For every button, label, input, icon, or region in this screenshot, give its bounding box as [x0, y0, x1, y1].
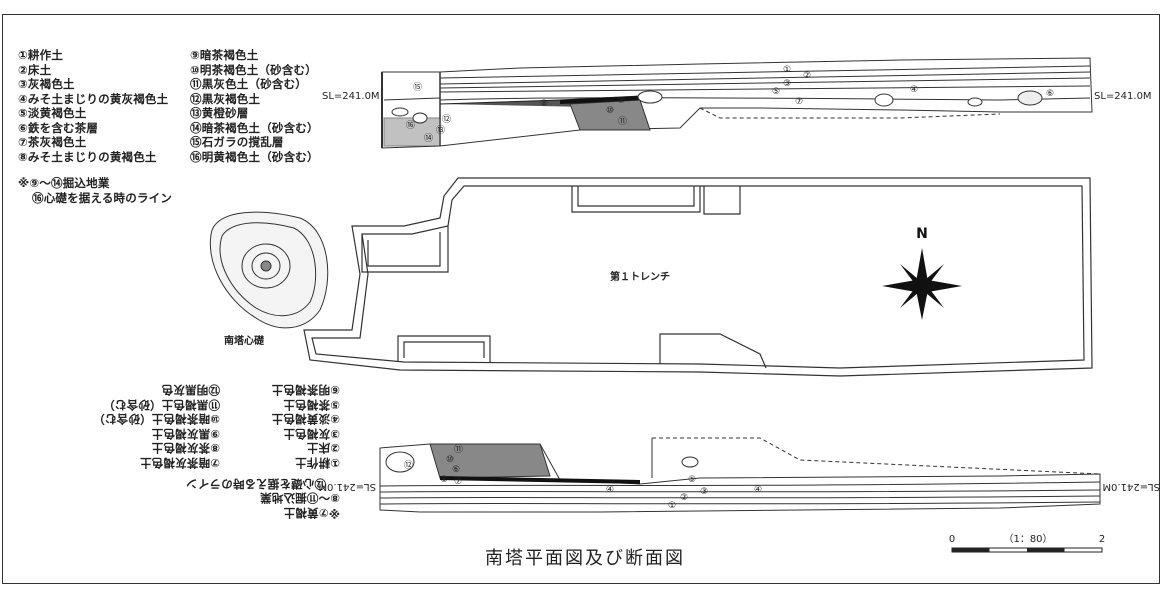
sl-label-lower-right: SL=241.0M	[1102, 481, 1160, 492]
lower-marker-3: ③	[700, 487, 708, 497]
sl-label-lower-left: SL=241.0M	[318, 481, 376, 492]
lower-marker-2: ②	[680, 493, 688, 503]
marker-13: ⑬	[436, 125, 445, 136]
upper-section-markers: ⑮ ⑯ ⑫ ⑬ ⑭ ⑧ ⑨ ⑩ ⑪ ① ② ③ ⑤ ⑦ ④ ⑥	[406, 65, 1054, 144]
lower-marker-4b: ④	[754, 485, 762, 495]
scale-ratio: （1：80）	[1003, 533, 1052, 545]
marker-9: ⑨	[617, 96, 625, 106]
legend-left-item: ①耕作土	[18, 48, 64, 62]
lower-marker-5: ⑤	[688, 475, 696, 485]
upper-section	[381, 57, 1093, 149]
lower-marker-11: ⑪	[454, 444, 463, 455]
legend-right-item: ⑨暗茶褐色土	[190, 48, 259, 62]
lower-marker-6: ⑥	[452, 465, 460, 475]
note-line-1: ※⑨～⑭掘込地業	[18, 176, 110, 190]
foundation-stone	[209, 211, 329, 329]
marker-7: ⑦	[795, 97, 803, 107]
lower-section-markers: ⑫ ⑪ ⑩ ⑥ ⑦ ⑧ ④ ⑤ ③ ④ ② ①	[404, 444, 762, 511]
page-title: 南塔平面図及び断面図	[485, 548, 685, 569]
trench-label: 第１トレンチ	[610, 270, 670, 283]
foundation-label: 南塔心礎	[224, 334, 265, 347]
legend-right-item: ⑬黄橙砂層	[190, 106, 249, 120]
trench-plan	[303, 177, 1093, 377]
marker-14: ⑭	[424, 133, 433, 144]
north-label: N	[916, 226, 928, 242]
legend-right-item: ⑮石ガラの撹乱層	[190, 135, 284, 149]
legend-right-item: ⑯明黄褐色土（砂含む）	[190, 149, 319, 164]
lower-marker-4: ④	[606, 485, 614, 495]
marker-6: ⑥	[1046, 89, 1054, 99]
legend-left-item: ⑧みそ土まじりの黄褐色土	[18, 149, 157, 164]
lower-marker-10: ⑩	[446, 455, 454, 465]
legend-left-item: ⑥鉄を含む茶層	[18, 120, 99, 135]
legend-left-item: ⑤淡黄褐色土	[18, 106, 87, 120]
drawing-frame	[2, 14, 1160, 584]
legend-right-item: ⑪黒灰色土（砂含む）	[190, 77, 307, 91]
scale-max: 2	[1099, 534, 1105, 545]
marker-15: ⑮	[413, 82, 422, 93]
marker-2: ②	[803, 71, 811, 81]
lower-marker-1: ①	[668, 501, 676, 511]
marker-8: ⑧	[540, 99, 548, 109]
marker-16: ⑯	[406, 120, 415, 131]
marker-4: ④	[910, 85, 918, 95]
lower-marker-8: ⑧	[440, 475, 448, 485]
legend-right-item: ⑫黒灰褐色土	[190, 91, 261, 106]
marker-1: ①	[783, 65, 791, 75]
legend-left-item: ⑦茶灰褐色土	[18, 135, 87, 149]
marker-5: ⑤	[772, 87, 780, 97]
sl-label-upper-right: SL=241.0M	[1094, 91, 1152, 102]
north-arrow: N	[882, 226, 962, 320]
sl-label-upper-left: SL=241.0M	[322, 91, 380, 102]
legend-left-item: ④みそ土まじりの黄灰褐色土	[18, 91, 169, 106]
legend-left-item: ②床土	[18, 62, 52, 77]
scale-bar: 0 （1：80） 2	[949, 533, 1105, 553]
marker-11: ⑪	[618, 116, 627, 127]
marker-3: ③	[783, 79, 791, 89]
legend-right-item: ⑩明茶褐色土（砂含む）	[190, 62, 317, 77]
legend-note: ※⑨～⑭掘込地業 ⑯心礎を据える時のライン	[18, 176, 172, 205]
lower-marker-12: ⑫	[404, 460, 413, 471]
note-line-2: ⑯心礎を据える時のライン	[32, 190, 173, 205]
legend-right-item: ⑭暗茶褐色土（砂含む）	[190, 120, 319, 135]
scale-zero: 0	[949, 534, 955, 545]
marker-12: ⑫	[442, 114, 451, 125]
lower-section	[379, 437, 1101, 513]
legend-left-item: ③灰褐色土	[18, 77, 75, 91]
marker-10: ⑩	[606, 106, 614, 116]
lower-marker-7: ⑦	[454, 477, 462, 487]
